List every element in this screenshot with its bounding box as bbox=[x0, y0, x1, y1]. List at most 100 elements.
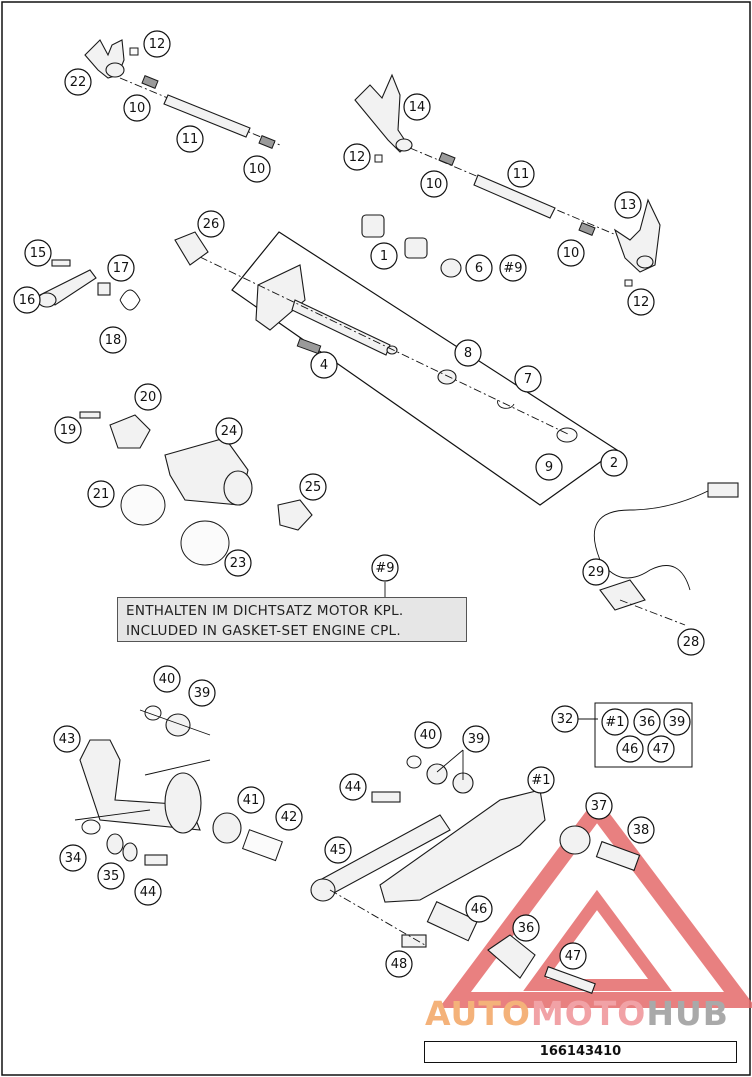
callout-label: 11 bbox=[182, 132, 199, 147]
callout-label: 8 bbox=[464, 346, 472, 361]
callout-label: 6 bbox=[475, 261, 483, 276]
callout-13: 13 bbox=[614, 191, 642, 219]
callout-4: 4 bbox=[310, 351, 338, 379]
shift-drum-group bbox=[79, 411, 313, 566]
callout-40: 40 bbox=[153, 665, 181, 693]
callout-label: 16 bbox=[19, 293, 36, 308]
callout-circle bbox=[465, 895, 493, 923]
callout-circle bbox=[13, 286, 41, 314]
callout-circle bbox=[454, 339, 482, 367]
callout-label: 7 bbox=[524, 372, 532, 387]
callout-circle bbox=[385, 950, 413, 978]
callout-24: 24 bbox=[215, 417, 243, 445]
shift-fork-left bbox=[84, 39, 139, 79]
callout-circle bbox=[462, 725, 490, 753]
callout-37: 37 bbox=[585, 792, 613, 820]
callout-circle bbox=[176, 125, 204, 153]
callout-18: 18 bbox=[99, 326, 127, 354]
callout-22: 22 bbox=[64, 68, 92, 96]
callout-circle bbox=[188, 679, 216, 707]
shift-rail-right bbox=[409, 147, 641, 246]
callout-circle bbox=[134, 383, 162, 411]
callout-circle bbox=[403, 93, 431, 121]
callout-label: #1 bbox=[605, 715, 624, 730]
callout-circle bbox=[197, 210, 225, 238]
callout-circle bbox=[557, 239, 585, 267]
callout-44: 44 bbox=[339, 773, 367, 801]
callout-circle bbox=[420, 170, 448, 198]
watermark-part3: HUB bbox=[646, 994, 729, 1033]
callout-label: 15 bbox=[30, 246, 47, 261]
callout-circle bbox=[299, 473, 327, 501]
callout-44: 44 bbox=[134, 878, 162, 906]
callout-label: 35 bbox=[103, 869, 120, 884]
callout-circle bbox=[627, 288, 655, 316]
kit-box-32 bbox=[594, 702, 693, 768]
callout-circle bbox=[507, 160, 535, 188]
callout-label: 28 bbox=[683, 635, 700, 650]
callout-label: 9 bbox=[545, 460, 553, 475]
callout-circle bbox=[134, 878, 162, 906]
callout-38: 38 bbox=[627, 816, 655, 844]
callout-39: 39 bbox=[663, 708, 691, 736]
callout-14: 14 bbox=[403, 93, 431, 121]
callout-circle bbox=[559, 942, 587, 970]
callout-2: 2 bbox=[600, 449, 628, 477]
callout-label: 12 bbox=[633, 295, 650, 310]
callout-circle bbox=[514, 365, 542, 393]
callout-label: 45 bbox=[330, 843, 347, 858]
callout-label: 10 bbox=[249, 162, 266, 177]
callout-label: 39 bbox=[669, 715, 686, 730]
callout-label: 40 bbox=[159, 672, 176, 687]
bearing-parts bbox=[361, 214, 462, 278]
callout-circle bbox=[585, 792, 613, 820]
callout-circle bbox=[99, 326, 127, 354]
callout-circle bbox=[87, 480, 115, 508]
callout-kit-9: #9 bbox=[499, 254, 527, 282]
callout-kit-1: #1 bbox=[527, 766, 555, 794]
callout-circle bbox=[499, 254, 527, 282]
callout-label: 13 bbox=[620, 198, 637, 213]
callout-32: 32 bbox=[551, 705, 579, 733]
callout-circle bbox=[465, 254, 493, 282]
callout-circle bbox=[601, 708, 629, 736]
callout-48: 48 bbox=[385, 950, 413, 978]
callout-label: 29 bbox=[588, 565, 605, 580]
callout-circle bbox=[535, 453, 563, 481]
callout-circle bbox=[143, 30, 171, 58]
callout-11: 11 bbox=[507, 160, 535, 188]
callout-label: 12 bbox=[349, 150, 366, 165]
callout-28: 28 bbox=[677, 628, 705, 656]
callout-label: 4 bbox=[320, 358, 328, 373]
callout-layer: 1222101110141210111310122616#91517161848… bbox=[13, 30, 705, 978]
callout-36: 36 bbox=[512, 914, 540, 942]
callout-23: 23 bbox=[224, 549, 252, 577]
callout-label: 44 bbox=[140, 885, 157, 900]
callout-label: 24 bbox=[221, 424, 238, 439]
shift-lever-right-group bbox=[310, 755, 641, 994]
callout-kit-1: #1 bbox=[601, 708, 629, 736]
sleeve-26 bbox=[174, 231, 209, 266]
callout-41: 41 bbox=[237, 786, 265, 814]
callout-11: 11 bbox=[176, 125, 204, 153]
callout-47: 47 bbox=[559, 942, 587, 970]
callout-12: 12 bbox=[143, 30, 171, 58]
callout-circle bbox=[633, 708, 661, 736]
callout-circle bbox=[647, 735, 675, 763]
callout-label: 43 bbox=[59, 732, 76, 747]
note-line-english: INCLUDED IN GASKET-SET ENGINE CPL. bbox=[126, 623, 401, 639]
watermark-part1: AUTO bbox=[425, 994, 531, 1033]
callout-label: 38 bbox=[633, 823, 650, 838]
callout-label: 10 bbox=[426, 177, 443, 192]
shift-lever-left-group bbox=[74, 705, 283, 866]
callout-circle bbox=[324, 836, 352, 864]
callout-20: 20 bbox=[134, 383, 162, 411]
callout-26: 26 bbox=[197, 210, 225, 238]
callout-10: 10 bbox=[420, 170, 448, 198]
callout-10: 10 bbox=[557, 239, 585, 267]
callout-12: 12 bbox=[627, 288, 655, 316]
callout-circle bbox=[551, 705, 579, 733]
